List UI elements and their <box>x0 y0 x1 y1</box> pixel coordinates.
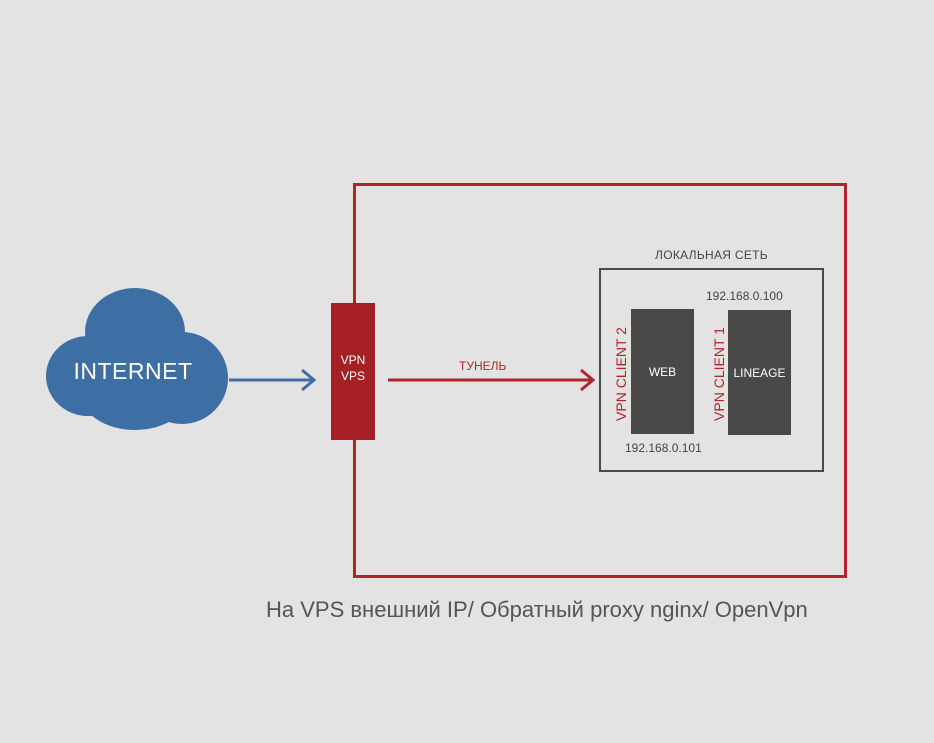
lineage-ip-label: 192.168.0.100 <box>706 289 783 303</box>
vps-label-line2: VPS <box>340 369 365 383</box>
local-network-title: ЛОКАЛЬНАЯ СЕТЬ <box>655 248 768 262</box>
tunnel-label: ТУНЕЛЬ <box>459 359 507 373</box>
internet-cloud <box>46 288 228 430</box>
tunnel-arrow <box>388 368 596 392</box>
vpn-client-1-label: VPN CLIENT 1 <box>711 327 727 421</box>
vps-label-line1: VPN <box>340 353 366 367</box>
web-server-label: WEB <box>648 364 677 379</box>
vpn-vps-node <box>331 303 375 440</box>
web-server-node: WEB <box>631 309 694 434</box>
web-ip-label: 192.168.0.101 <box>625 441 702 455</box>
diagram-caption: На VPS внешний IP/ Обратный proxy nginx/… <box>266 597 808 622</box>
internet-label: INTERNET <box>73 358 193 384</box>
lineage-server-node: LINEAGE <box>728 310 791 435</box>
lineage-server-label: LINEAGE <box>733 365 786 380</box>
internet-to-vps-arrow <box>229 368 317 392</box>
local-network-frame <box>599 268 824 472</box>
vpn-client-2-label: VPN CLIENT 2 <box>613 327 629 421</box>
vpn-vps-label: VPN VPS <box>331 352 375 384</box>
